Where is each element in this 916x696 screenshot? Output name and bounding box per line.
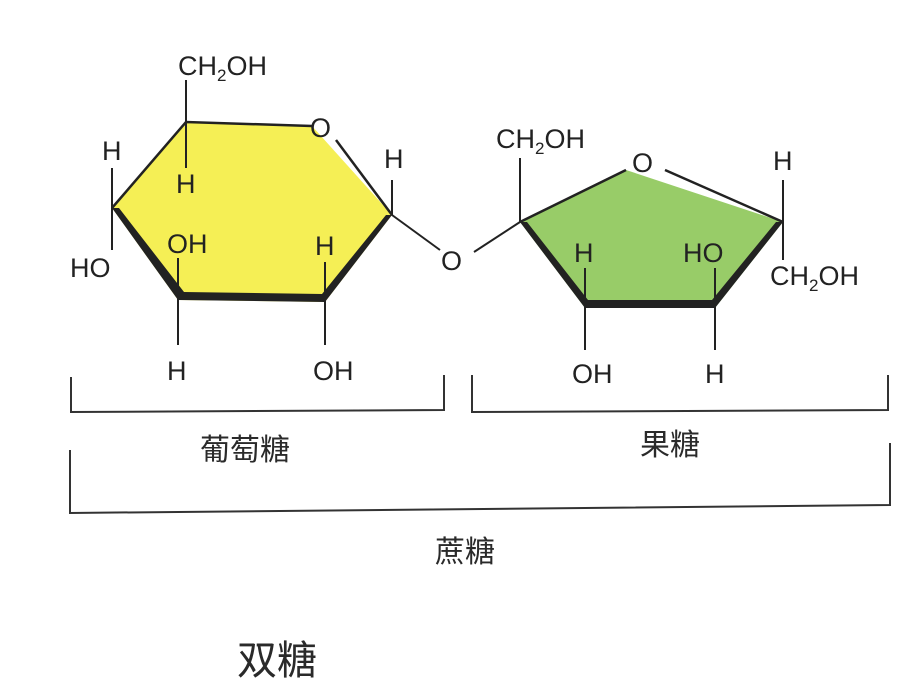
fructose-c4-h-label: H (705, 359, 725, 389)
fructose-ring (473, 158, 784, 350)
glucose-c1-h-label: H (384, 144, 404, 174)
glucose-bracket (70, 375, 445, 414)
sucrose-label: 蔗糖 (435, 535, 495, 570)
fructose-c2-ch2oh-label: CH2OH (496, 124, 585, 158)
glycosidic-oxygen-label: O (441, 246, 462, 276)
glucose-c3-h-label: H (167, 356, 187, 386)
glucose-ring-oxygen-label: O (310, 113, 331, 143)
glucose-c4-h-label: H (102, 136, 122, 166)
disaccharide-title: 双糖 (237, 638, 317, 684)
glucose-c2-oh-label: OH (313, 356, 354, 386)
fructose-c3-oh-label: OH (572, 359, 613, 389)
glucose-c5-h-label: H (176, 169, 196, 199)
fructose-c5-h-label: H (773, 146, 793, 176)
glucose-c3-oh-label: OH (167, 229, 208, 259)
glucose-c2-h-label: H (315, 231, 335, 261)
fructose-c5-ch2oh-label: CH2OH (770, 261, 859, 295)
sucrose-bracket (69, 443, 891, 515)
fructose-bracket (471, 375, 889, 414)
glucose-c4-ho-label: HO (70, 253, 111, 283)
glucose-ch2oh-label: CH2OH (178, 51, 267, 85)
fructose-c3-h-label: H (574, 238, 594, 268)
fructose-label: 果糖 (640, 428, 700, 463)
fructose-c4-ho-label: HO (683, 238, 724, 268)
fructose-ring-oxygen-label: O (632, 148, 653, 178)
glucose-ring (111, 80, 441, 345)
glucose-label: 葡萄糖 (200, 433, 290, 468)
